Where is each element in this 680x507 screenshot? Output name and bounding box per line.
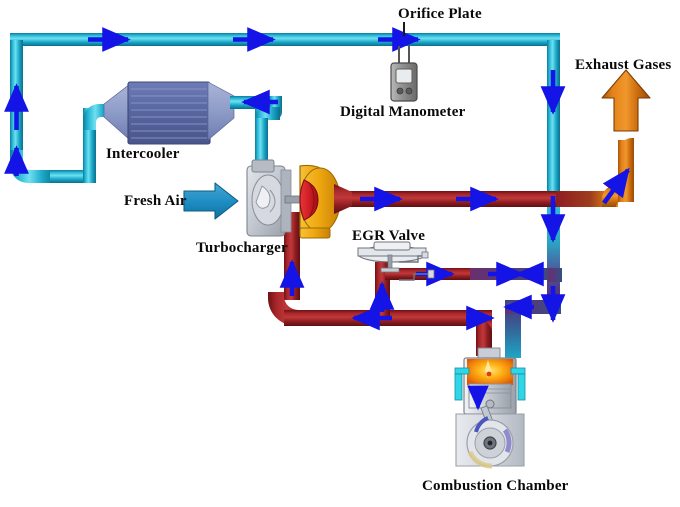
label-turbocharger: Turbocharger [196,240,288,256]
combustion-chamber-unit [454,347,526,469]
digital-manometer-unit [390,62,418,102]
turbocharger-unit [246,159,352,239]
label-exhaust-gases: Exhaust Gases [575,57,672,73]
fresh-air-arrow [183,182,239,220]
intercooler-fins [131,88,207,139]
label-digital-manometer: Digital Manometer [340,104,466,120]
orifice-plate-unit [398,22,410,64]
exhaust-pipe [556,69,651,207]
exhaust-arrow [601,69,651,132]
egr-valve-unit [357,241,435,281]
label-combustion-chamber: Combustion Chamber [422,478,569,494]
label-orifice-plate: Orifice Plate [398,6,482,22]
label-fresh-air: Fresh Air [124,193,187,209]
label-intercooler: Intercooler [106,146,180,162]
label-egr-valve: EGR Valve [352,228,426,244]
